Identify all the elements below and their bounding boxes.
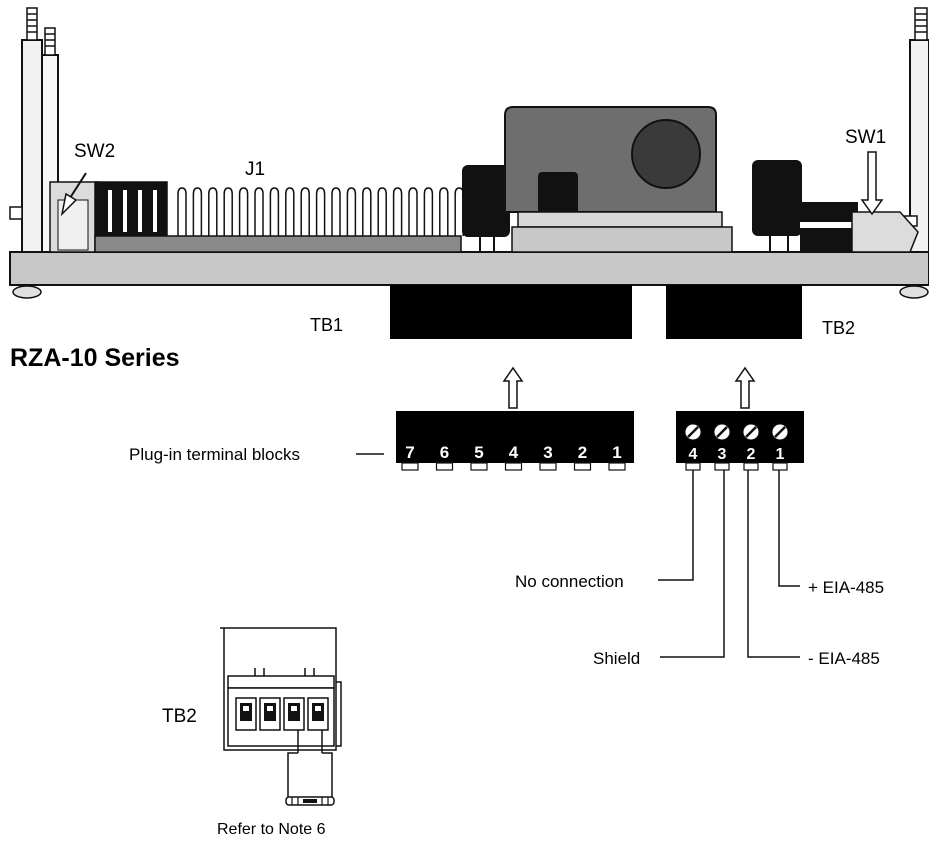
tb1-tab [573, 462, 592, 471]
tb1-tab [470, 462, 488, 471]
tb2-plug: 4 3 2 1 [676, 411, 804, 471]
tb2-tab [772, 462, 788, 471]
tb2-tab [685, 462, 701, 471]
tb1-tab [504, 462, 523, 471]
tb1-pin-number: 5 [474, 443, 483, 462]
sw1-switch [800, 202, 919, 253]
j1-connector [94, 181, 464, 253]
tb1-label: TB1 [310, 315, 343, 335]
tb2-pin-number: 2 [747, 446, 756, 463]
tb1-pin-number: 3 [543, 443, 552, 462]
detail-terminal-cell [283, 697, 305, 731]
tb2-detail-label: TB2 [162, 706, 197, 727]
tb1-tab [435, 462, 454, 471]
tb1-pin-number: 7 [405, 443, 414, 462]
note-reference: Refer to Note 6 [217, 821, 326, 838]
tb1-pin-number: 2 [578, 443, 587, 462]
tb1-pin-number: 1 [612, 443, 621, 462]
tb2-label: TB2 [822, 318, 855, 338]
detail-terminal-cell [235, 697, 257, 731]
wire-minus-eia485: - EIA-485 [808, 649, 880, 668]
detail-terminal-cell [259, 697, 281, 731]
tb2-pin-number: 4 [689, 446, 698, 463]
tb2-wiring-lines [658, 470, 800, 658]
capacitor-right [752, 160, 802, 252]
plug-in-label: Plug-in terminal blocks [129, 445, 300, 464]
sw2-switch [49, 181, 99, 253]
left-standoff [9, 7, 59, 253]
wire-no-connection: No connection [515, 572, 624, 591]
pcb-board [9, 251, 929, 299]
sw2-label: SW2 [74, 141, 115, 162]
tb2-detail [220, 627, 342, 806]
tb2-screw-icon [684, 423, 702, 441]
tb2-screw-icon [742, 423, 760, 441]
tb1-block [390, 285, 632, 339]
tb2-pin-number: 1 [776, 446, 785, 463]
detail-terminal-cell [307, 697, 329, 731]
sw2-arrow [60, 172, 87, 217]
regulator [504, 106, 733, 253]
tb2-block [666, 285, 802, 339]
wire-plus-eia485: + EIA-485 [808, 578, 884, 597]
tb2-arrow [734, 366, 756, 409]
right-standoff [904, 7, 929, 253]
tb1-tab [608, 462, 626, 471]
j1-label: J1 [245, 159, 265, 180]
tb1-plug: 7 6 5 4 3 2 1 [396, 411, 634, 471]
series-title: RZA-10 Series [10, 344, 180, 372]
tb1-tab [401, 462, 419, 471]
tb2-screw-icon [713, 423, 731, 441]
wire-shield: Shield [593, 649, 640, 668]
tb1-arrow [502, 366, 524, 409]
sw1-label: SW1 [845, 127, 886, 148]
sw1-arrow [860, 151, 884, 216]
tb2-tab [714, 462, 730, 471]
tb2-pin-number: 3 [718, 446, 727, 463]
tb2-tab [743, 462, 759, 471]
tb1-tab [539, 462, 557, 471]
tb1-pin-number: 4 [509, 443, 519, 462]
tb2-screw-icon [771, 423, 789, 441]
capacitor-left [462, 165, 510, 252]
tb1-pin-number: 6 [440, 443, 449, 462]
